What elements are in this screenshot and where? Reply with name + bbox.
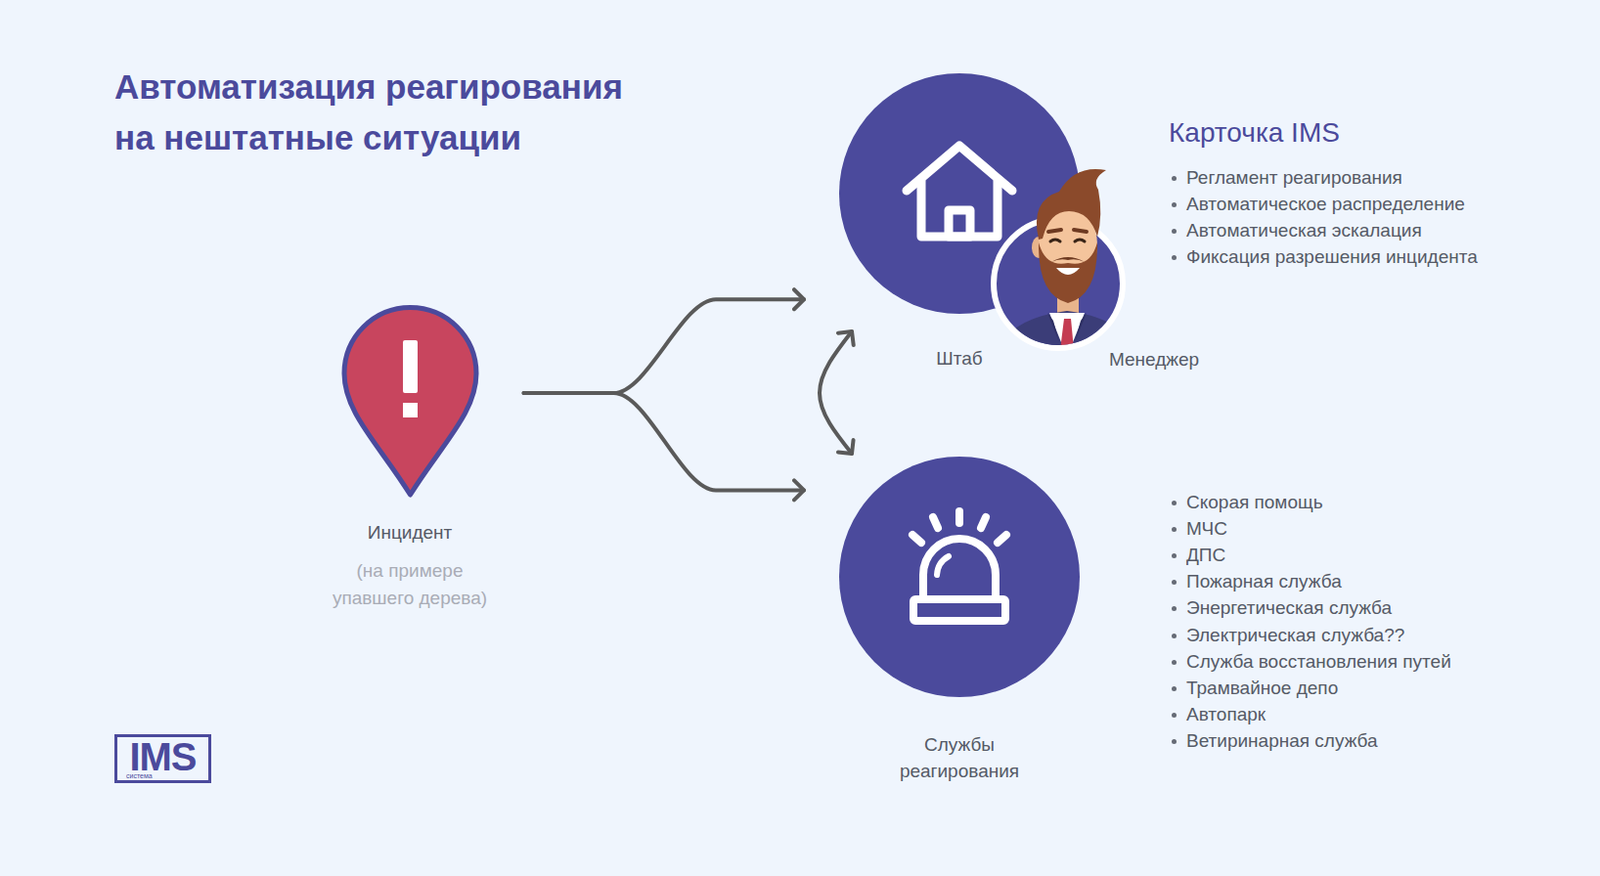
card-bullet: Регламент реагирования (1169, 166, 1403, 190)
logo-subtext: система (126, 772, 153, 781)
node-label: Инцидент (292, 521, 528, 545)
service-bullet: Служба восстановления путей (1169, 650, 1452, 674)
flow-arrow (524, 393, 805, 490)
incident-pin (339, 305, 482, 501)
card-bullet: Фиксация разрешения инцидента (1169, 245, 1478, 269)
service-bullet: МЧС (1169, 517, 1228, 541)
service-bullet: Ветиринарная служба (1169, 729, 1378, 754)
manager-circle-node: Менеджер (990, 216, 1126, 372)
service-bullet: Трамвайное депо (1169, 676, 1338, 701)
service-bullet: Энергетическая служба (1169, 596, 1392, 621)
flow-arrow (819, 331, 852, 454)
services-circle-node: Службы реагирования (839, 456, 1080, 785)
card-bullet: Автоматическая эскалация (1169, 219, 1423, 243)
manager-illustration (990, 146, 1148, 357)
circle-fill (993, 219, 1123, 349)
exclamation-bar (402, 340, 418, 394)
incident-pin-node: Инцидент (на примере упавшего дерева) (292, 305, 528, 613)
card-bullet: Автоматическое распределение (1169, 192, 1466, 217)
logo-box: IMSсистема (114, 734, 212, 784)
node-note: (на примере упавшего дерева) (316, 557, 503, 613)
exclamation-dot (402, 402, 418, 418)
service-bullet: Скорая помощь (1169, 490, 1324, 515)
house-icon (839, 73, 1080, 314)
siren-icon (839, 456, 1080, 698)
manager-circle (990, 216, 1126, 352)
services-circle (839, 456, 1080, 698)
pin-body (344, 308, 477, 496)
service-bullet: Электрическая служба?? (1169, 623, 1405, 648)
card-heading: Карточка IMS (1168, 116, 1340, 150)
slide-title: Автоматизация реагирования на нештатные … (114, 61, 643, 164)
node-label: Штаб (839, 347, 1080, 371)
node-label: Менеджер (990, 348, 1126, 372)
flow-arrow (524, 299, 805, 394)
service-bullet: Пожарная служба (1169, 570, 1342, 594)
logo-text: IMS (117, 738, 209, 776)
service-bullet: Автопарк (1169, 703, 1266, 727)
circle-fill (839, 456, 1080, 698)
node-label: Службы реагирования (881, 731, 1038, 785)
service-bullet: ДПС (1169, 543, 1226, 568)
